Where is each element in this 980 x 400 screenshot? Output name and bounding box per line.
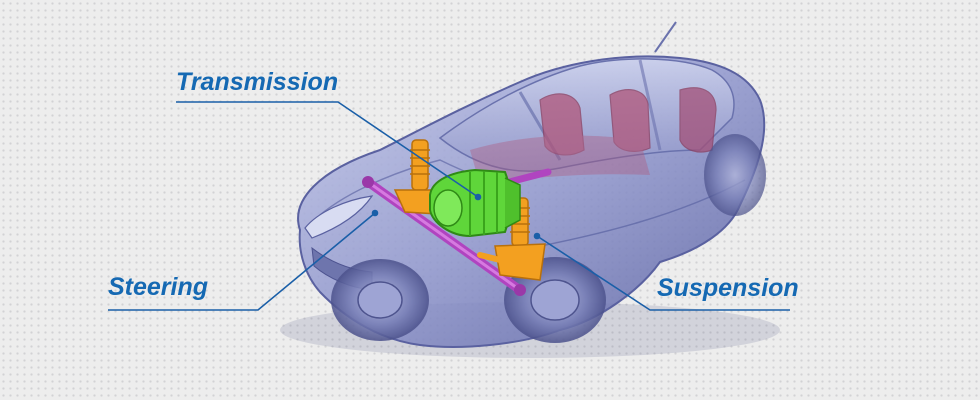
leader-dot-suspension: [533, 232, 541, 240]
label-suspension: Suspension: [657, 274, 799, 302]
leader-line-suspension: [536, 235, 790, 311]
leader-lines: [108, 101, 790, 311]
leader-dot-steering: [371, 209, 379, 217]
leader-dot-transmission: [474, 193, 482, 201]
leader-line-steering: [108, 212, 376, 311]
leader-line-transmission: [176, 101, 479, 198]
label-steering: Steering: [108, 273, 209, 301]
label-transmission: Transmission: [176, 68, 339, 96]
transmission-gearbox: [429, 168, 521, 238]
wheels: [331, 134, 766, 343]
